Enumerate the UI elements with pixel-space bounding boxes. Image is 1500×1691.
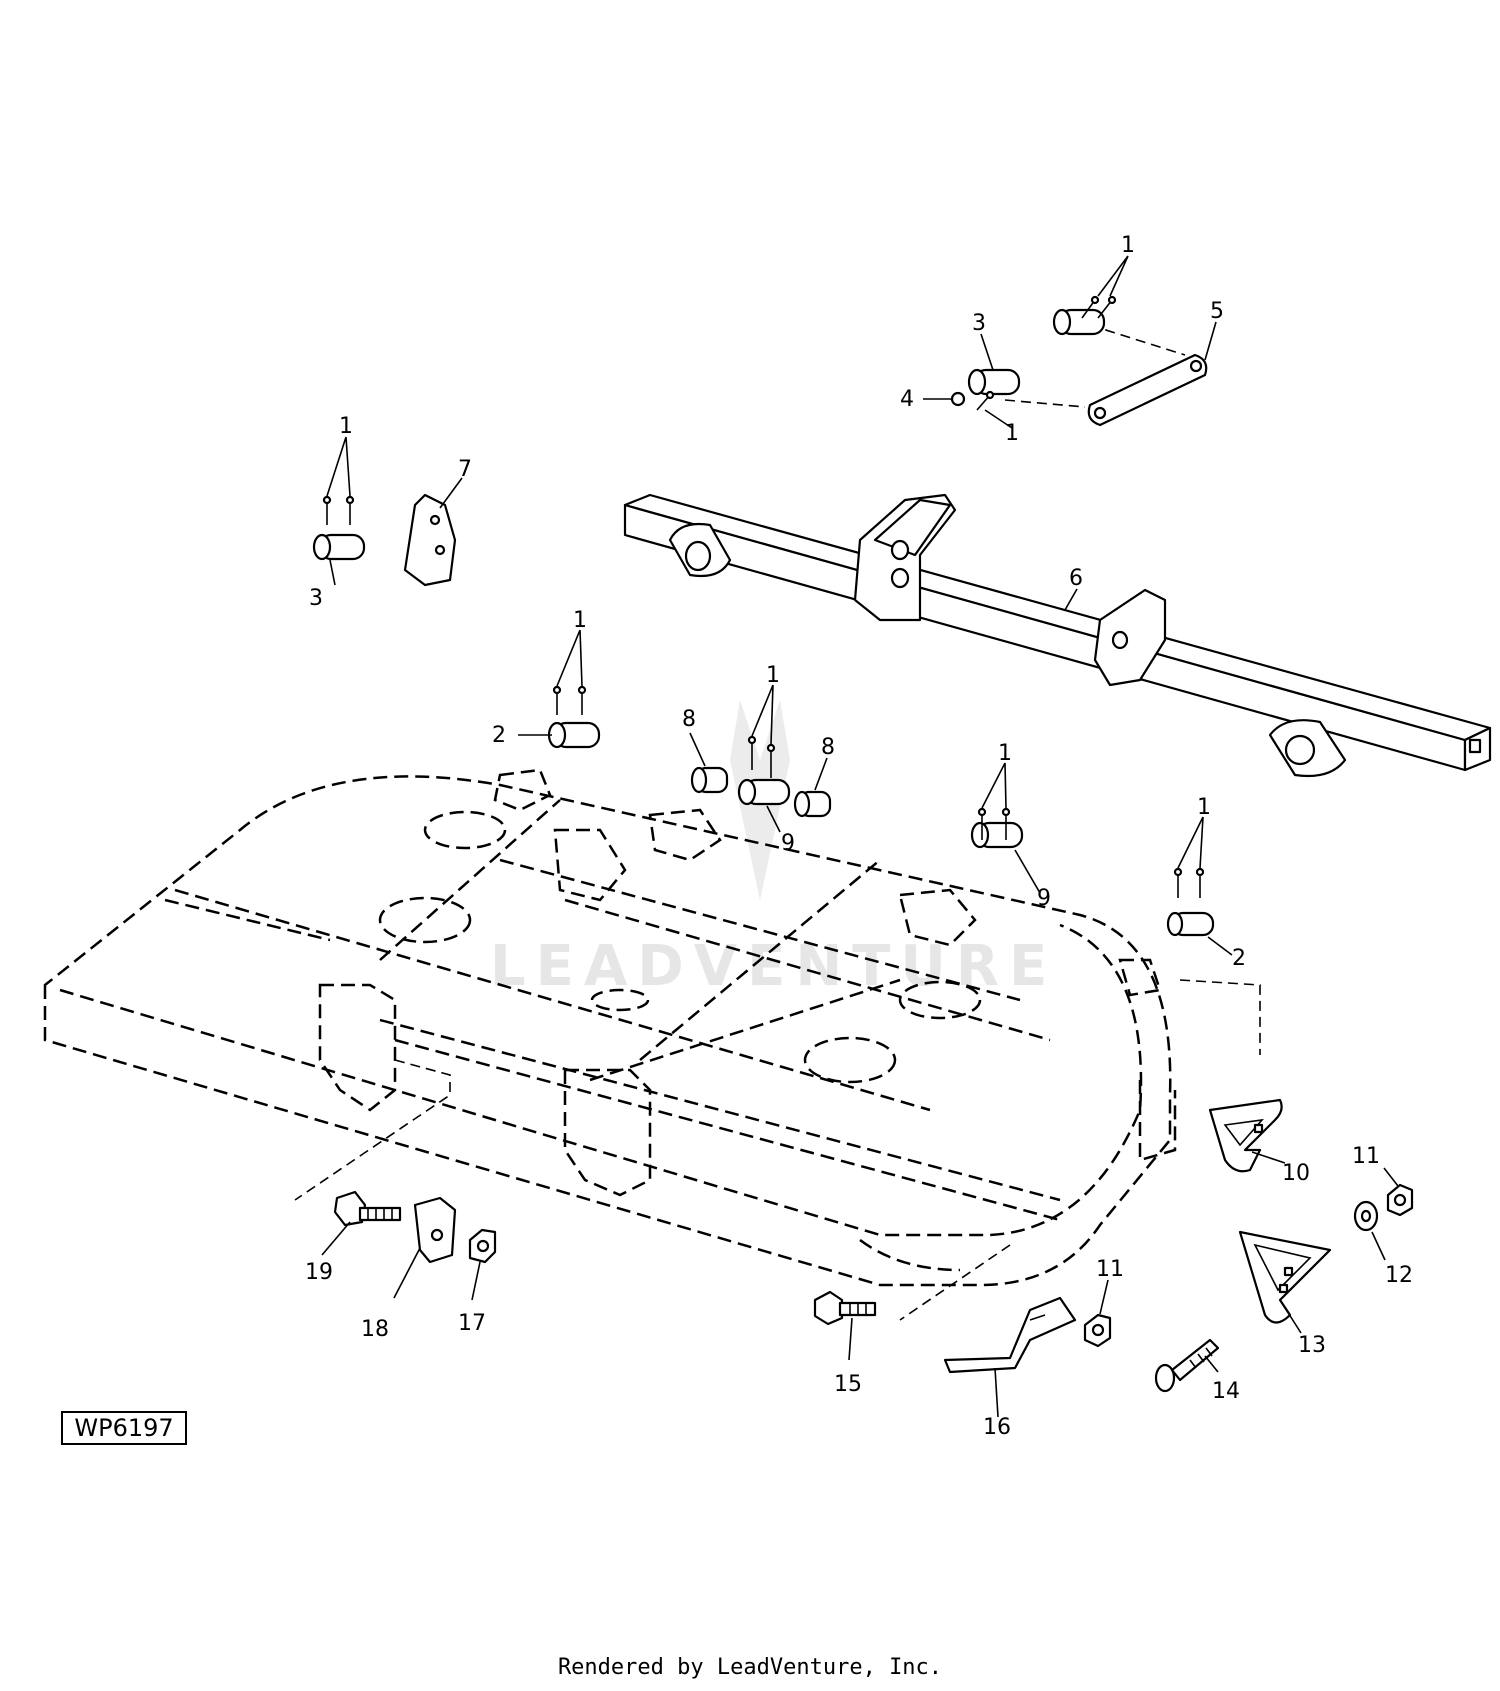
callout-13: 13 <box>1298 1333 1326 1358</box>
callout-1: 1 <box>1121 233 1135 258</box>
callout-9: 9 <box>781 831 795 856</box>
callout-1: 1 <box>766 663 780 688</box>
mower-deck-outline <box>43 768 1261 1321</box>
skid-part-16 <box>943 1296 1077 1374</box>
figure-id-label: WP6197 <box>61 1411 187 1445</box>
pin-part-8-left <box>690 766 729 794</box>
callout-1: 1 <box>1005 421 1019 446</box>
callout-8: 8 <box>682 707 696 732</box>
bolt-part-14 <box>1154 1338 1220 1393</box>
callout-11: 11 <box>1096 1257 1124 1282</box>
callout-1: 1 <box>998 741 1012 766</box>
callout-16: 16 <box>983 1415 1011 1440</box>
callout-8: 8 <box>821 735 835 760</box>
nut-part-11-right <box>1386 1183 1414 1217</box>
callout-2: 2 <box>1232 946 1246 971</box>
callout-1: 1 <box>573 608 587 633</box>
callout-6: 6 <box>1069 566 1083 591</box>
leader-lines <box>321 255 1399 1418</box>
link-bar-part-5 <box>1004 324 1208 427</box>
callout-2: 2 <box>492 723 506 748</box>
cotter-pins-part-1 <box>322 295 1205 898</box>
frame-bar-part-6 <box>623 493 1492 778</box>
callout-12: 12 <box>1385 1263 1413 1288</box>
bolt-part-19 <box>333 1190 402 1227</box>
callout-labels: 1 5 3 4 1 1 7 3 6 1 2 1 8 8 9 1 9 1 2 10… <box>305 233 1413 1440</box>
nut-part-11-lower <box>1083 1313 1112 1348</box>
pin-part-2-mid <box>547 721 601 749</box>
callout-15: 15 <box>834 1372 862 1397</box>
watermark-text: LEADVENTURE <box>490 934 1057 999</box>
callout-17: 17 <box>458 1311 486 1336</box>
pin-part-9-right <box>970 821 1024 849</box>
callout-10: 10 <box>1282 1161 1310 1186</box>
bolt-part-15 <box>813 1290 877 1326</box>
callout-4: 4 <box>900 387 914 412</box>
skid-shoe-part-10 <box>1208 1098 1283 1173</box>
spacer-part-18 <box>413 1196 457 1264</box>
washer-part-4 <box>950 391 966 407</box>
nut-part-17 <box>468 1228 497 1264</box>
callout-5: 5 <box>1210 299 1224 324</box>
pin-part-3-top <box>1052 308 1106 336</box>
callout-9: 9 <box>1037 886 1051 911</box>
washer-part-12 <box>1353 1200 1379 1232</box>
callout-3: 3 <box>972 311 986 336</box>
callout-11: 11 <box>1352 1144 1380 1169</box>
pin-part-8-right <box>793 790 832 818</box>
pin-part-9-mid <box>737 778 791 806</box>
callout-1: 1 <box>339 414 353 439</box>
pin-part-2-right <box>1166 911 1215 937</box>
pin-part-3-mid <box>967 368 1021 396</box>
callout-18: 18 <box>361 1317 389 1342</box>
skid-shoe-part-13 <box>1238 1230 1332 1324</box>
callout-14: 14 <box>1212 1379 1240 1404</box>
callout-19: 19 <box>305 1260 333 1285</box>
plate-part-7 <box>403 493 457 587</box>
callout-3: 3 <box>309 586 323 611</box>
callout-7: 7 <box>458 457 472 482</box>
callout-1: 1 <box>1197 795 1211 820</box>
footer-credit: Rendered by LeadVenture, Inc. <box>557 1655 943 1680</box>
pin-part-3-left <box>312 533 366 561</box>
